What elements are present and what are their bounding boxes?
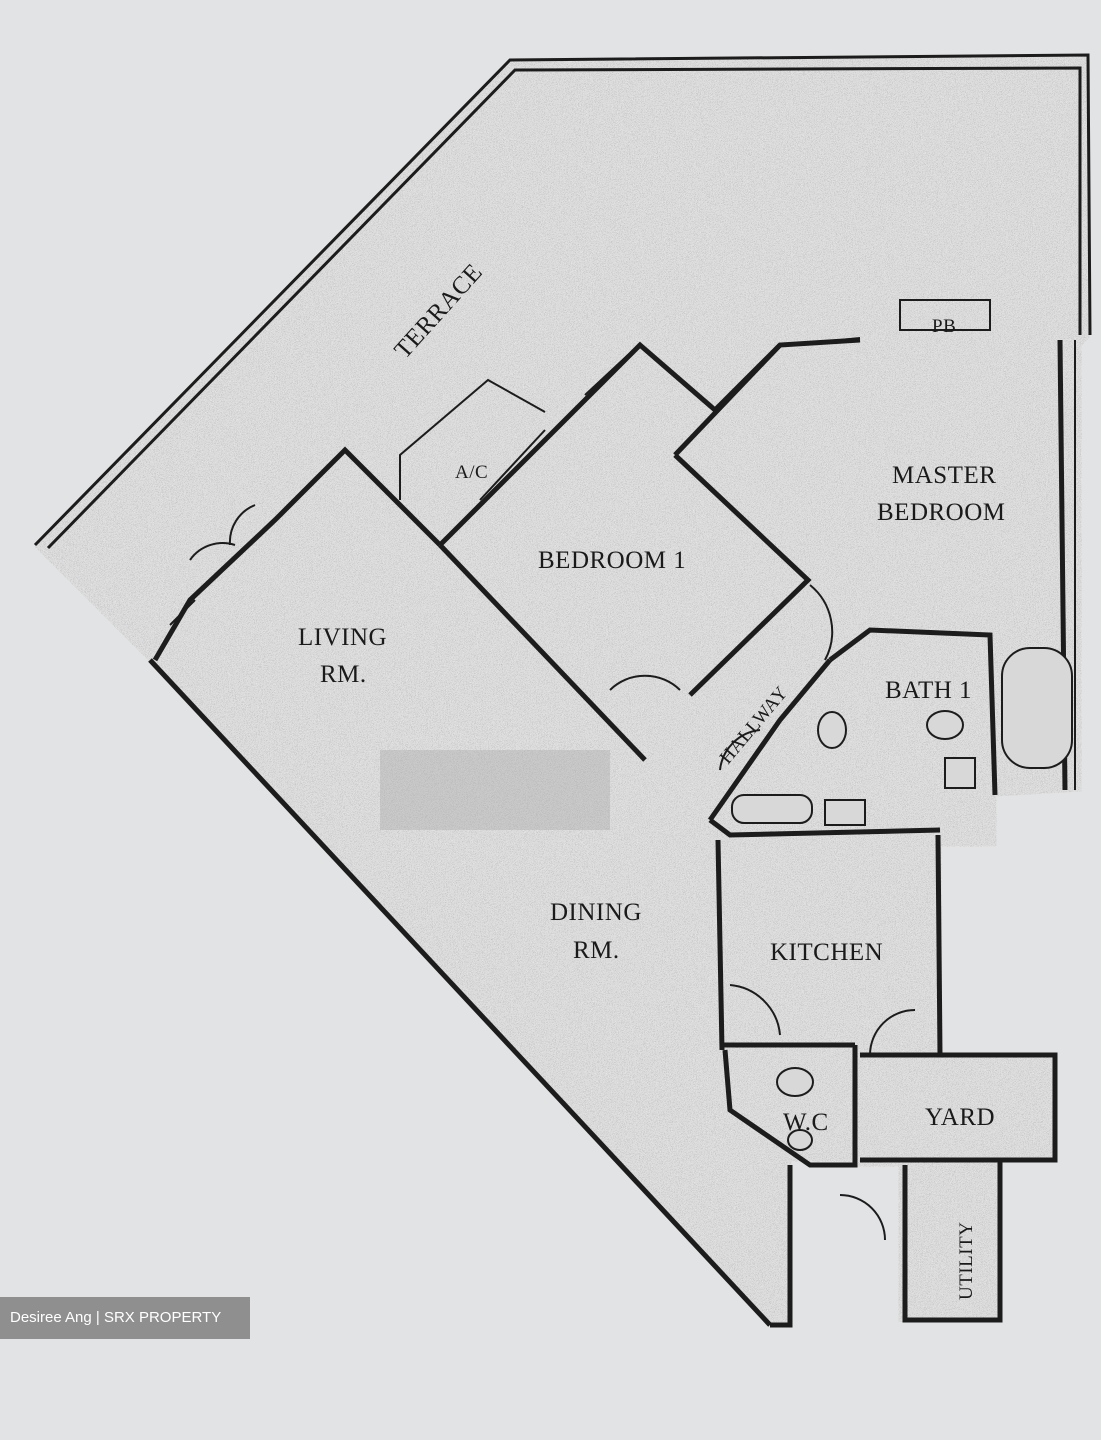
dining-exterior-wall — [148, 658, 772, 1327]
label-bedroom1: BEDROOM 1 — [538, 547, 686, 574]
bath1-wall — [828, 627, 998, 796]
label-yard: YARD — [925, 1104, 995, 1131]
label-living-line2: RM. — [320, 661, 367, 688]
terrace-zone — [33, 53, 1092, 550]
door-swing-kitchen — [729, 984, 781, 1036]
bath1-basin — [926, 710, 964, 740]
photo-credit-text: Desiree Ang | SRX PROPERTY — [10, 1309, 222, 1326]
wc-toilet — [776, 1067, 814, 1097]
wc-basin — [787, 1129, 813, 1151]
entry-wall — [770, 1165, 793, 1328]
bath-core-wall — [707, 658, 832, 822]
bath1-toilet — [817, 711, 847, 749]
pb-box — [899, 299, 991, 331]
label-ac: A/C — [455, 462, 488, 483]
label-bath1: BATH 1 — [885, 677, 972, 704]
fixtures — [731, 647, 1073, 1151]
label-pb: PB — [932, 316, 956, 337]
centre-watermark — [380, 750, 610, 830]
door-swings — [189, 504, 916, 1241]
shower-tray — [944, 757, 976, 789]
door-swing-yard — [869, 1009, 916, 1056]
label-living-line1: LIVING — [298, 624, 387, 651]
yard-wall — [860, 1052, 1058, 1163]
label-master-line2: BEDROOM — [877, 499, 1006, 526]
living-terrace-wall — [152, 446, 442, 662]
bath2-tub — [731, 794, 813, 824]
photo-credit-badge: Desiree Ang | SRX PROPERTY — [0, 1297, 250, 1339]
bath2-wall — [708, 818, 941, 838]
kitchen-west-wall — [715, 839, 725, 1051]
terrace-outer-edge — [33, 53, 1092, 547]
label-dining-line1: DINING — [550, 899, 642, 926]
window-bedroom1 — [479, 429, 546, 501]
label-utility: UTILITY — [956, 1222, 977, 1300]
bath2-vanity — [824, 799, 866, 826]
label-wc: W.C — [783, 1109, 829, 1136]
utility-wall — [902, 1160, 1003, 1323]
kitchen-east-wall — [935, 834, 943, 1056]
terrace-inner-edge — [46, 66, 1082, 550]
wc-wall — [722, 1045, 858, 1168]
door-swing-master — [809, 584, 834, 661]
windows — [169, 299, 1076, 790]
label-kitchen: KITCHEN — [770, 939, 883, 966]
ac-ledge — [399, 378, 546, 500]
window-living — [169, 599, 196, 626]
bedroom1-left-wall — [438, 543, 647, 762]
bedroom1-right-wall — [673, 453, 812, 697]
label-master-line1: MASTER — [892, 462, 996, 489]
master-bedroom-wall — [673, 343, 782, 457]
door-swing-bedroom1 — [609, 674, 681, 691]
door-swing-hallway — [719, 729, 761, 771]
window-bedroom1-b — [584, 354, 629, 396]
bathtub — [1001, 647, 1073, 769]
door-swing-utility — [839, 1194, 886, 1241]
window-master — [789, 337, 861, 346]
door-swing-living-b — [228, 504, 256, 546]
label-dining-line2: RM. — [573, 937, 620, 964]
